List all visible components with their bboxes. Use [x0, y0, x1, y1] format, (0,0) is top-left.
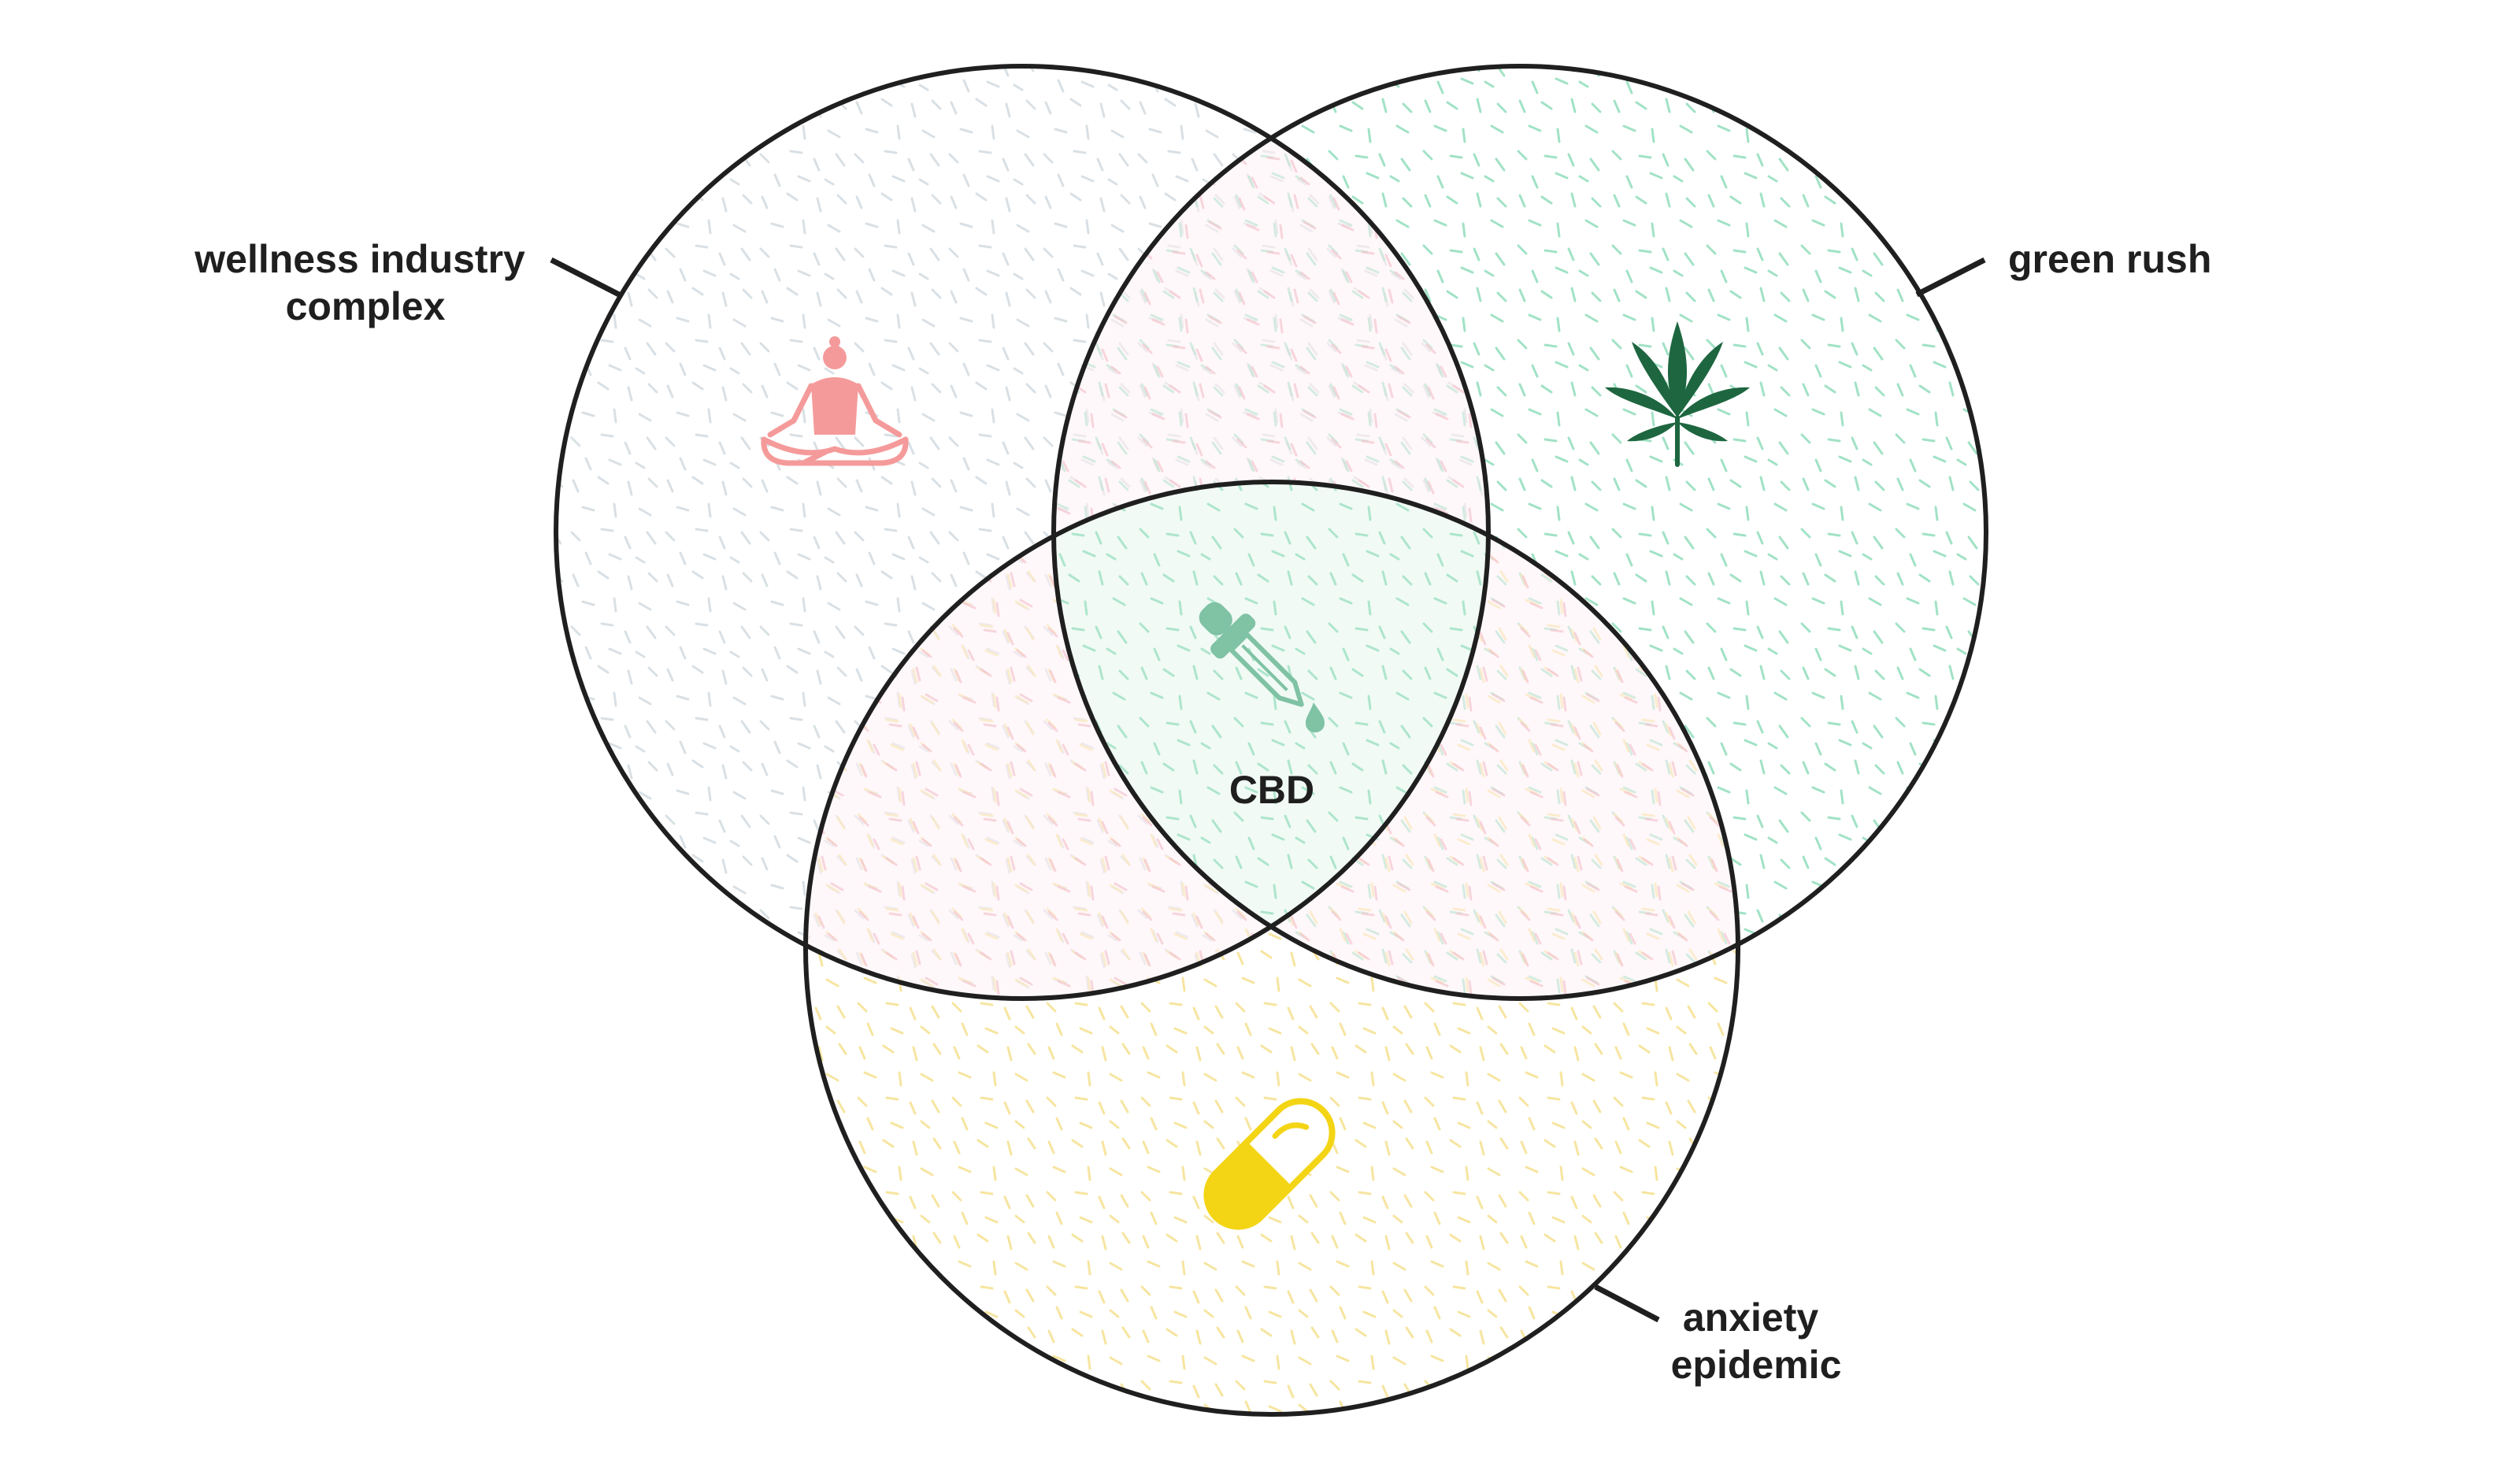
- label-anxiety: anxiety epidemic: [1671, 1295, 1842, 1387]
- label-cbd: CBD: [1229, 768, 1314, 812]
- meditation-icon: [761, 336, 909, 466]
- pill-capsule-icon: [1203, 1098, 1336, 1230]
- label-anxiety-line-1: anxiety: [1683, 1295, 1819, 1340]
- label-wellness-line-2: complex: [286, 284, 446, 328]
- label-green-rush: green rush: [2008, 237, 2211, 281]
- label-wellness-line-1: wellness industry: [194, 237, 525, 281]
- label-anxiety-line-2: epidemic: [1671, 1343, 1842, 1387]
- set-outline-wellness: [554, 64, 1491, 1001]
- leader-line-green-rush: [1915, 257, 1986, 298]
- leader-line-wellness: [550, 257, 621, 298]
- cannabis-leaf-icon: [1605, 321, 1750, 467]
- label-wellness: wellness industry complex: [194, 237, 536, 328]
- label-green-rush-line-1: green rush: [2008, 237, 2211, 281]
- leader-line-anxiety: [1594, 1284, 1660, 1323]
- set-outline-anxiety: [803, 480, 1740, 1417]
- set-outline-green-rush: [1051, 64, 1988, 1001]
- dropper-icon: [1199, 602, 1325, 732]
